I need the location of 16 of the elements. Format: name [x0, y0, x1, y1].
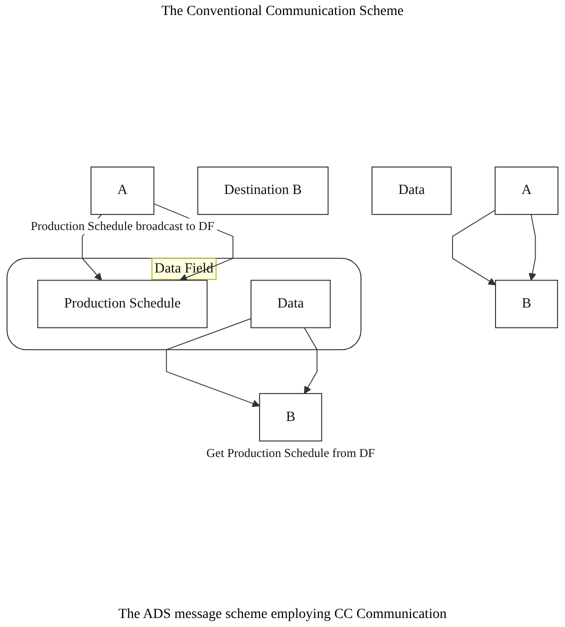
node-caption: Production Schedule broadcast to DF	[30, 218, 214, 233]
process-box: Data	[372, 166, 452, 215]
process-box: A	[494, 166, 558, 215]
process-box: A	[90, 166, 154, 215]
process-box: Destination B	[197, 166, 329, 215]
arrow	[304, 326, 318, 394]
process-box: B	[259, 392, 322, 442]
diagram-caption: The ADS message scheme employing CC Communication	[118, 607, 447, 623]
node-caption: Get Production Schedule from DF	[206, 445, 375, 460]
process-box: Data	[250, 280, 331, 328]
process-box: Production Schedule	[37, 280, 208, 328]
arrow	[452, 209, 496, 285]
scheme-label: The Conventional Communication Scheme	[161, 4, 404, 20]
process-box: B	[495, 280, 558, 328]
arrow	[166, 318, 260, 407]
arrow	[528, 214, 536, 280]
